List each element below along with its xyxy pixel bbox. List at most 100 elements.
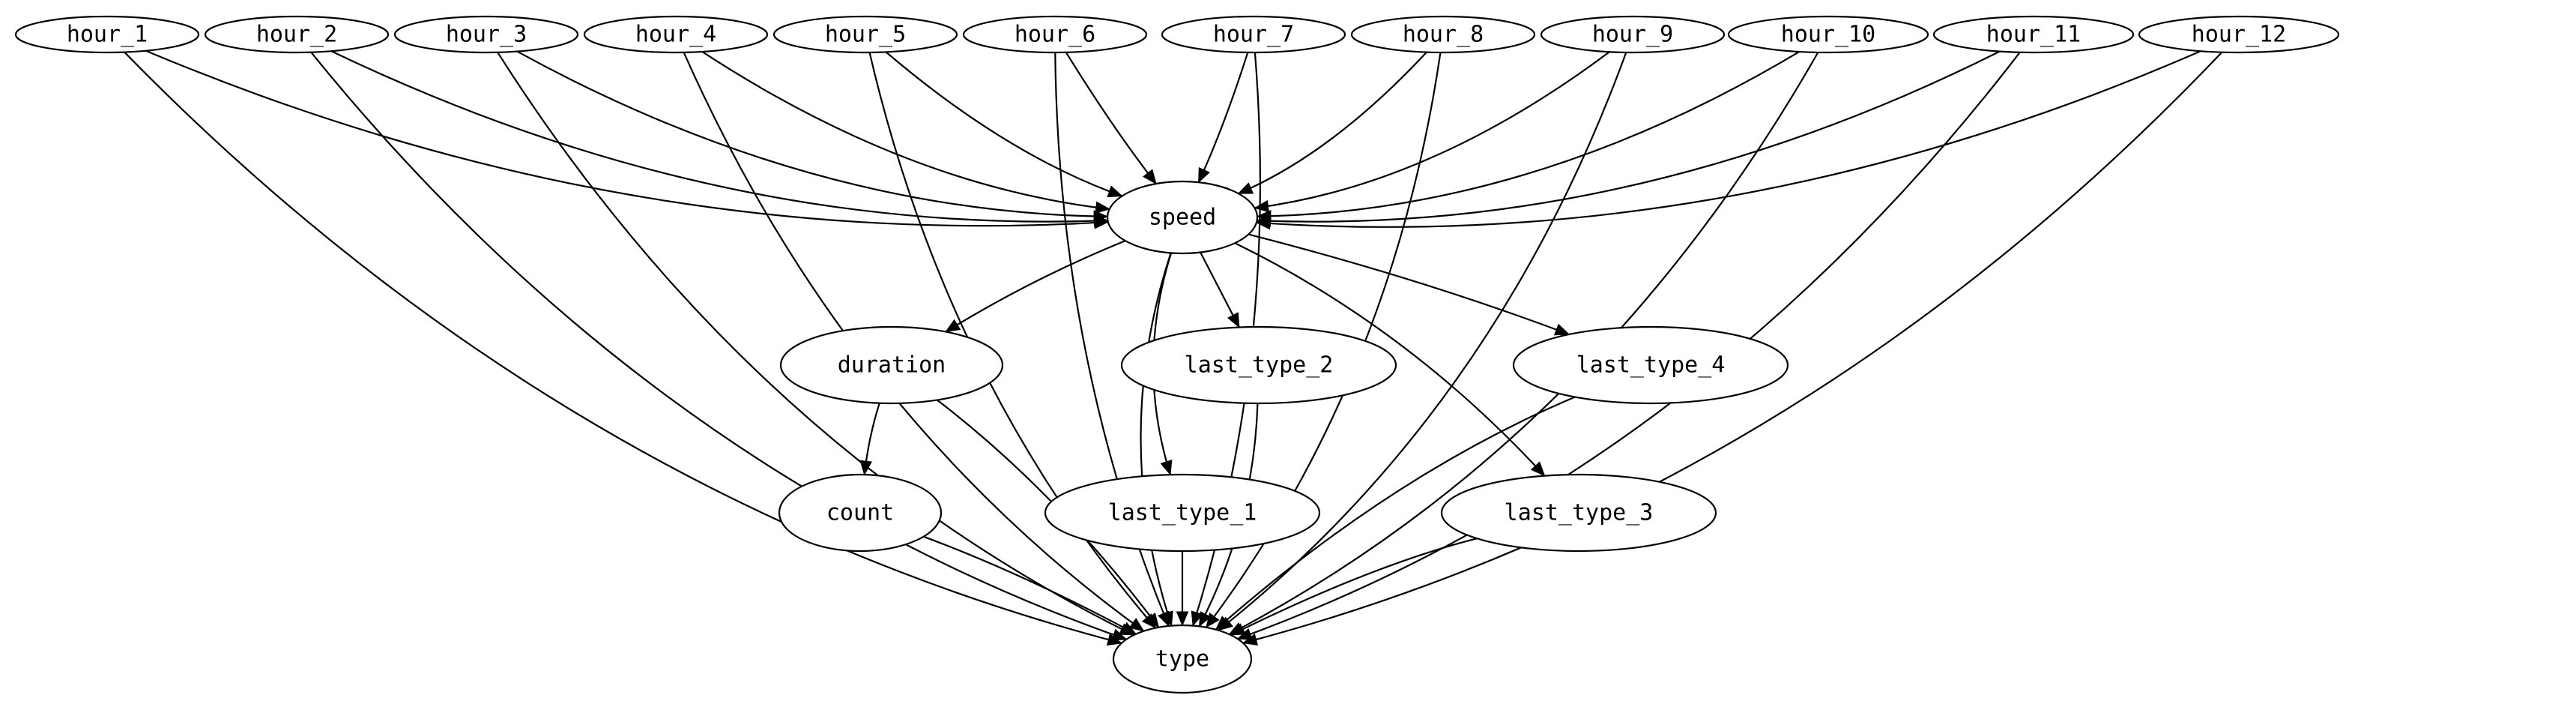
node-shape-hour_1[interactable]: [14, 15, 200, 54]
edge-arrowhead: [1530, 461, 1546, 477]
edge-hour_8-to-speed: [1237, 51, 1427, 195]
node-shape-last_type_4[interactable]: [1512, 325, 1789, 405]
node-hour_1[interactable]: hour_1: [14, 15, 200, 54]
node-last_type_1[interactable]: last_type_1: [1044, 473, 1321, 553]
node-shape-hour_11[interactable]: [1932, 15, 2135, 54]
edge-hour_3-to-speed: [516, 50, 1109, 223]
node-shape-hour_2[interactable]: [204, 15, 390, 54]
edge-arrowhead: [1255, 217, 1272, 230]
node-shape-hour_4[interactable]: [583, 15, 769, 54]
node-shape-hour_5[interactable]: [773, 15, 958, 54]
node-speed[interactable]: speed: [1106, 180, 1259, 255]
edge-line: [330, 50, 1108, 223]
edge-arrowhead: [1143, 169, 1157, 185]
node-hour_9[interactable]: hour_9: [1540, 15, 1726, 54]
node-shape-hour_7[interactable]: [1161, 15, 1346, 54]
edge-last_type_3-to-type: [1230, 538, 1478, 636]
node-label-hour_4: hour_4: [635, 22, 716, 48]
edge-arrowhead: [1093, 210, 1109, 223]
node-shape-last_type_2[interactable]: [1120, 325, 1397, 405]
edge-line: [497, 52, 1134, 637]
node-shape-last_type_3[interactable]: [1440, 473, 1717, 553]
node-shape-hour_3[interactable]: [393, 15, 579, 54]
edge-line: [945, 240, 1126, 333]
edge-line: [145, 49, 1108, 227]
edge-line: [1254, 51, 1610, 209]
node-shape-type[interactable]: [1112, 624, 1253, 694]
node-shape-hour_6[interactable]: [962, 15, 1148, 54]
node-shape-last_type_1[interactable]: [1044, 473, 1321, 553]
node-label-hour_6: hour_6: [1015, 22, 1095, 48]
edge-line: [1256, 50, 2201, 228]
node-duration[interactable]: duration: [779, 325, 1004, 405]
node-shape-speed[interactable]: [1106, 180, 1259, 255]
node-label-last_type_2: last_type_2: [1185, 352, 1334, 379]
edge-arrowhead: [1227, 312, 1240, 328]
edge-line: [1065, 52, 1157, 184]
node-label-last_type_1: last_type_1: [1108, 500, 1257, 526]
edge-line: [1238, 51, 1427, 195]
node-last_type_3[interactable]: last_type_3: [1440, 473, 1717, 553]
edge-speed-to-type: [1140, 253, 1173, 627]
node-hour_11[interactable]: hour_11: [1932, 15, 2135, 54]
node-label-last_type_4: last_type_4: [1576, 352, 1726, 379]
edge-duration-to-count: [859, 403, 880, 476]
edge-hour_9-to-speed: [1254, 51, 1610, 213]
edge-arrowhead: [1161, 610, 1173, 627]
node-label-hour_11: hour_11: [1986, 22, 2081, 48]
edge-arrowhead: [1107, 185, 1123, 198]
node-label-hour_9: hour_9: [1592, 22, 1673, 48]
edge-line: [1230, 538, 1478, 636]
node-label-hour_5: hour_5: [825, 22, 906, 48]
edge-arrowhead: [1176, 611, 1189, 627]
edge-arrowhead: [1145, 612, 1160, 628]
edge-hour_12-to-speed: [1255, 50, 2201, 230]
edge-arrowhead: [1215, 616, 1231, 631]
node-hour_8[interactable]: hour_8: [1350, 15, 1536, 54]
node-hour_7[interactable]: hour_7: [1161, 15, 1346, 54]
node-layer: hour_1 hour_2 hour_3 hour_4 hour_5 hour_6 hour…: [14, 15, 2340, 694]
edge-arrowhead: [1237, 182, 1254, 194]
node-shape-hour_9[interactable]: [1540, 15, 1726, 54]
node-label-type: type: [1155, 646, 1209, 673]
node-label-hour_7: hour_7: [1213, 22, 1294, 48]
node-hour_3[interactable]: hour_3: [393, 15, 579, 54]
edge-line: [1257, 51, 1801, 217]
node-shape-hour_10[interactable]: [1727, 15, 1929, 54]
node-shape-duration[interactable]: [779, 325, 1004, 405]
edge-line: [1242, 51, 2223, 644]
edge-arrowhead: [1254, 199, 1269, 213]
node-shape-hour_8[interactable]: [1350, 15, 1536, 54]
edge-line: [885, 51, 1122, 197]
node-label-hour_2: hour_2: [256, 22, 337, 48]
node-label-hour_1: hour_1: [67, 22, 148, 48]
edge-hour_7-to-speed: [1197, 52, 1249, 184]
node-hour_10[interactable]: hour_10: [1727, 15, 1929, 54]
edge-speed-to-last_type_3: [1234, 242, 1546, 477]
node-last_type_2[interactable]: last_type_2: [1120, 325, 1397, 405]
edge-line: [923, 535, 1137, 635]
edge-line: [1248, 233, 1570, 336]
edge-arrowhead: [1230, 623, 1246, 636]
edge-arrowhead: [1242, 633, 1259, 646]
node-hour_12[interactable]: hour_12: [2138, 15, 2340, 54]
node-type[interactable]: type: [1112, 624, 1253, 694]
node-label-count: count: [826, 500, 894, 526]
edge-arrowhead: [1191, 610, 1203, 627]
node-hour_4[interactable]: hour_4: [583, 15, 769, 54]
node-hour_5[interactable]: hour_5: [773, 15, 958, 54]
node-shape-count[interactable]: [778, 473, 943, 553]
node-shape-hour_12[interactable]: [2138, 15, 2340, 54]
edge-arrowhead: [1095, 201, 1111, 214]
edge-count-to-type: [923, 535, 1137, 635]
node-label-hour_8: hour_8: [1403, 22, 1484, 48]
edge-arrowhead: [1553, 323, 1570, 336]
edge-hour_12-to-type: [1242, 51, 2223, 646]
node-hour_2[interactable]: hour_2: [204, 15, 390, 54]
node-count[interactable]: count: [778, 473, 943, 553]
edge-line: [1257, 50, 2001, 223]
edge-line: [1140, 253, 1173, 626]
node-last_type_4[interactable]: last_type_4: [1512, 325, 1789, 405]
node-hour_6[interactable]: hour_6: [962, 15, 1148, 54]
